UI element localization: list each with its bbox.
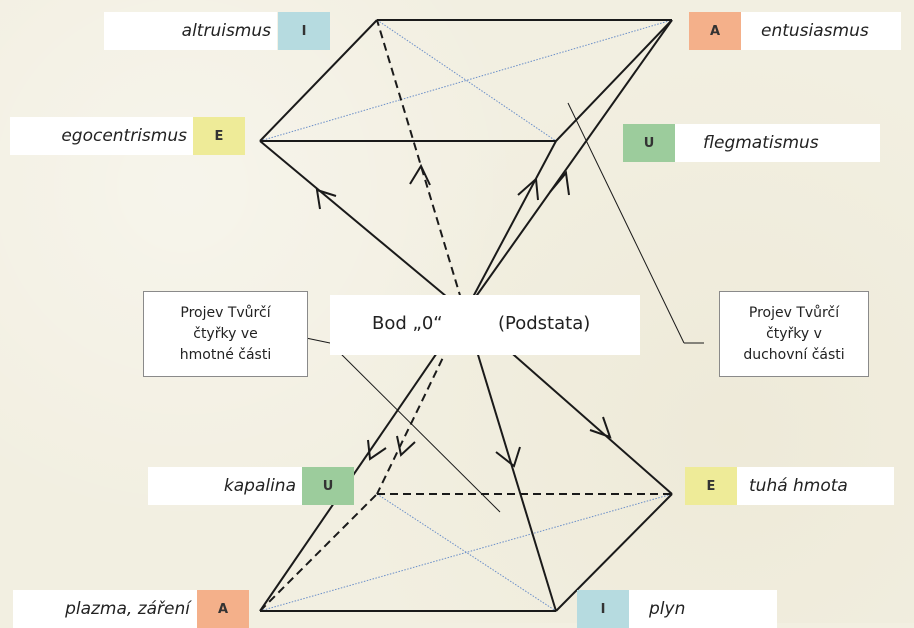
note-material-line-3: hmotné části <box>179 346 272 363</box>
leader-left-short <box>305 337 331 344</box>
note-spiritual: Projev Tvůrčí čtyřky v duchovní části <box>719 291 869 377</box>
tag-altruismus: I <box>278 12 330 50</box>
label-plyn: plyn <box>629 590 777 628</box>
leader-right-long <box>567 102 685 344</box>
label-egocentrismus-text: egocentrismus <box>61 126 187 146</box>
arrow-plazma <box>367 439 387 461</box>
label-plazma: plazma, záření <box>13 590 200 628</box>
center-bod-label: Bod „0“ <box>372 313 443 334</box>
line-center-to-flegmatismus <box>464 140 557 313</box>
tag-egocentrismus: E <box>193 117 245 155</box>
label-entusiasmus: entusiasmus <box>741 12 901 50</box>
label-egocentrismus: egocentrismus <box>10 117 193 155</box>
center-podstata-label: (Podstata) <box>498 313 591 334</box>
note-material-line-1: Projev Tvůrčí <box>180 304 271 321</box>
bottom-edge-right <box>555 493 673 612</box>
note-material: Projev Tvůrčí čtyřky ve hmotné části <box>143 291 308 377</box>
bottom-edge-left <box>259 493 378 612</box>
tag-plazma: A <box>197 590 249 628</box>
label-tuha-hmota-text: tuhá hmota <box>749 476 848 496</box>
arrow-flegmatismus <box>517 176 539 201</box>
top-edge-left <box>259 19 378 142</box>
line-center-to-entusiasmus <box>464 19 673 313</box>
arrow-entusiasmus <box>549 170 570 196</box>
tag-tuha-hmota: E <box>685 467 737 505</box>
note-spiritual-line-2: čtyřky v <box>766 325 822 342</box>
arrow-kapalina <box>396 435 416 457</box>
label-entusiasmus-text: entusiasmus <box>761 21 869 41</box>
arrow-plyn <box>495 446 521 468</box>
top-diagonal-1 <box>376 19 557 142</box>
line-center-to-altruismus <box>376 19 466 313</box>
label-kapalina-text: kapalina <box>223 476 296 496</box>
tag-entusiasmus: A <box>689 12 741 50</box>
arrow-egocentrismus <box>315 188 337 210</box>
line-center-to-egocentrismus <box>259 140 466 313</box>
leader-left-long <box>329 342 501 513</box>
label-flegmatismus-text: flegmatismus <box>703 133 819 153</box>
note-spiritual-line-1: Projev Tvůrčí <box>748 304 840 321</box>
arrow-altruismus <box>409 163 431 186</box>
label-plyn-text: plyn <box>649 599 686 619</box>
tag-flegmatismus: U <box>623 124 675 162</box>
tag-plyn: I <box>577 590 629 628</box>
top-diagonal-2 <box>259 19 673 142</box>
top-edge-right <box>555 19 673 142</box>
label-tuha-hmota: tuhá hmota <box>737 467 894 505</box>
label-altruismus-text: altruismus <box>181 21 271 41</box>
label-flegmatismus: flegmatismus <box>675 124 880 162</box>
bottom-diagonal-2 <box>259 493 673 612</box>
bottom-diagonal-1 <box>376 493 557 612</box>
note-spiritual-line-3: duchovní části <box>743 346 845 363</box>
note-material-line-2: čtyřky ve <box>193 325 258 342</box>
center-point-box: Bod „0“ (Podstata) <box>330 295 640 355</box>
line-center-to-plyn <box>464 311 557 612</box>
label-kapalina: kapalina <box>148 467 302 505</box>
arrow-tuha-hmota <box>589 416 612 439</box>
tag-kapalina: U <box>302 467 354 505</box>
line-center-to-plazma <box>259 311 466 612</box>
label-altruismus: altruismus <box>104 12 277 50</box>
label-plazma-text: plazma, záření <box>65 599 190 619</box>
